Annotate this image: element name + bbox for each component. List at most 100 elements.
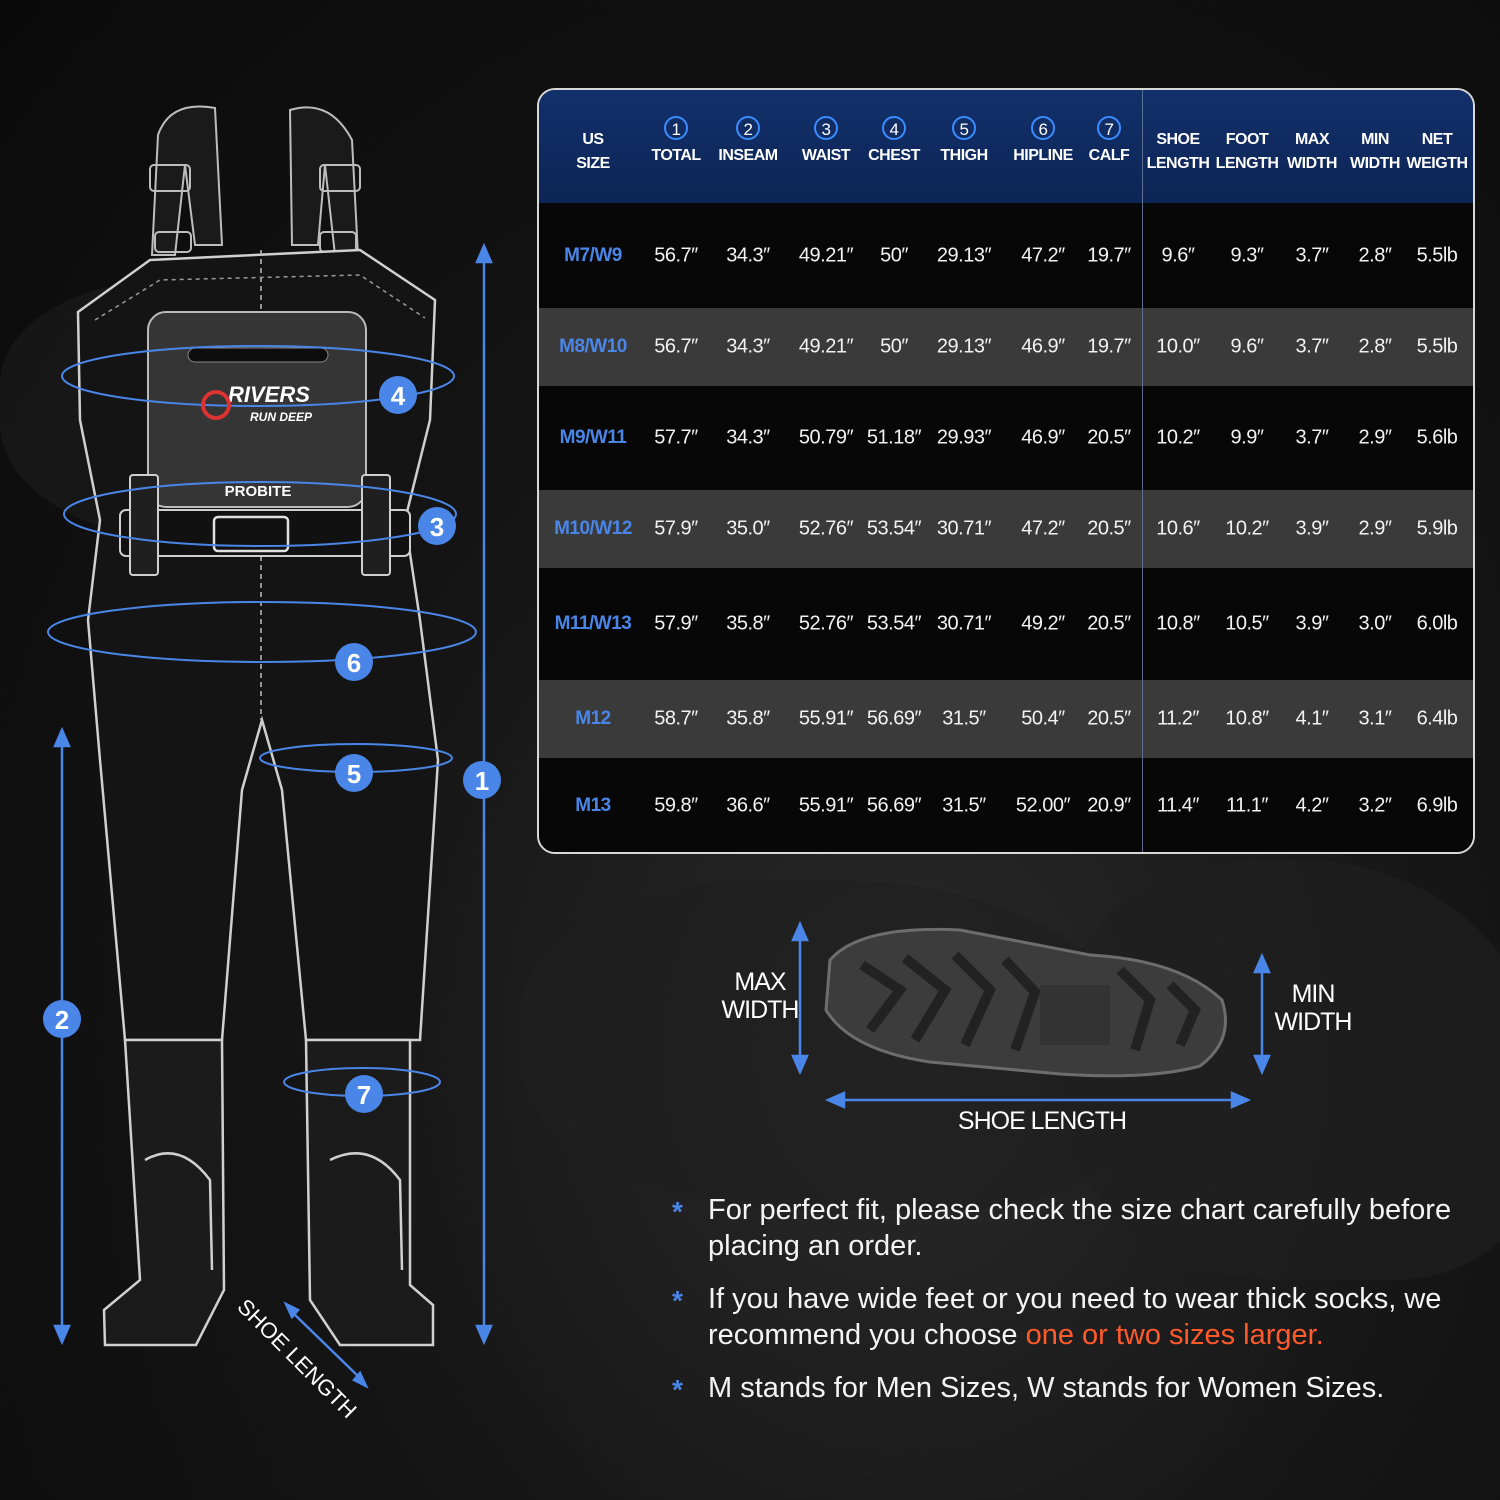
- suspenders: [149, 105, 361, 256]
- table-cell: 52.00″: [1015, 794, 1071, 817]
- table-cell: 3.7″: [1295, 426, 1329, 449]
- table-cell: 52.76″: [798, 612, 854, 635]
- table-cell: 50.4″: [1021, 707, 1065, 730]
- table-cell: 46.9″: [1021, 426, 1065, 449]
- table-cell: 56.7″: [654, 335, 698, 358]
- header-line2: LENGTH: [1146, 155, 1210, 172]
- table-cell: 47.2″: [1021, 244, 1065, 266]
- table-cell: 3.1″: [1358, 707, 1392, 730]
- asterisk-icon: *: [672, 1285, 683, 1316]
- table-cell: 6.0lb: [1416, 612, 1458, 635]
- column-number-badge: 3: [814, 116, 838, 140]
- table-cell: 35.8″: [726, 612, 770, 635]
- column-number-badge: 2: [736, 116, 760, 140]
- marker-label: 2: [55, 1005, 69, 1035]
- size-cell: M8/W10: [559, 336, 627, 357]
- table-cell: 20.5″: [1087, 426, 1131, 449]
- max-width-line2: WIDTH: [721, 996, 800, 1024]
- table-cell: 34.3″: [726, 426, 770, 449]
- note-text: For perfect fit, please check the size c…: [708, 1194, 1452, 1262]
- table-cell: 20.9″: [1087, 794, 1131, 817]
- table-cell: 50″: [880, 244, 908, 266]
- table-cell: 53.54″: [866, 612, 922, 635]
- sole-shoe-length-label: SHOE LENGTH: [957, 1107, 1127, 1135]
- table-cell: 2.9″: [1358, 517, 1392, 540]
- header-line2: WIDTH: [1350, 155, 1400, 172]
- table-cell: 2.8″: [1358, 335, 1392, 358]
- table-cell: 59.8″: [654, 794, 698, 817]
- model-name: PROBITE: [225, 483, 292, 500]
- table-cell: 10.5″: [1225, 612, 1269, 635]
- sole-arrows: [791, 920, 1271, 1109]
- note-item: * If you have wide feet or you need to w…: [672, 1281, 1492, 1353]
- header-line2: WAIST: [801, 147, 851, 164]
- size-cell: M9/W11: [559, 427, 627, 448]
- marker-4: [379, 376, 417, 414]
- table-cell: 49.2″: [1021, 612, 1065, 635]
- header-line2: CHEST: [868, 147, 920, 164]
- table-cell: 30.71″: [936, 612, 992, 635]
- table-cell: 31.5″: [942, 707, 986, 730]
- table-cell: 10.2″: [1156, 426, 1200, 449]
- table-cell: 36.6″: [726, 794, 770, 817]
- table-cell: 31.5″: [942, 794, 986, 817]
- table-cell: 56.69″: [866, 794, 922, 817]
- table-cell: 57.9″: [654, 517, 698, 540]
- table-cell: 34.3″: [726, 335, 770, 358]
- marker-label: 3: [430, 512, 444, 542]
- header-line2: THIGH: [940, 147, 988, 164]
- table-cell: 5.5lb: [1416, 244, 1458, 266]
- marker-6: [335, 643, 373, 681]
- table-cell: 6.9lb: [1416, 794, 1458, 817]
- table-cell: 10.0″: [1156, 335, 1200, 358]
- table-cell: 20.5″: [1087, 707, 1131, 730]
- table-cell: 10.8″: [1225, 707, 1269, 730]
- marker-label: 4: [391, 381, 406, 411]
- table-cell: 53.54″: [866, 517, 922, 540]
- table-cell: 34.3″: [726, 244, 770, 266]
- marker-3: [418, 507, 456, 545]
- note-highlight: one or two sizes larger.: [1025, 1319, 1324, 1351]
- header-line1: MIN: [1361, 131, 1389, 148]
- table-cell: 35.8″: [726, 707, 770, 730]
- note-text: If you have wide feet or you need to wea…: [708, 1283, 1442, 1351]
- table-column-divider: [1142, 90, 1143, 852]
- size-cell: M11/W13: [554, 613, 632, 634]
- marker-label: 1: [475, 766, 489, 796]
- table-cell: 51.18″: [866, 426, 922, 449]
- header-line2: WIDTH: [1287, 155, 1337, 172]
- column-number-badge: 7: [1097, 116, 1121, 140]
- header-line1: US: [582, 131, 604, 148]
- table-cell: 55.91″: [798, 707, 854, 730]
- table-cell: 57.7″: [654, 426, 698, 449]
- min-width-line1: MIN: [1291, 980, 1336, 1008]
- marker-2: [43, 1000, 81, 1038]
- header-line2: INSEAM: [718, 147, 778, 164]
- header-line2: HIPLINE: [1013, 147, 1073, 164]
- table-cell: 4.2″: [1295, 794, 1329, 817]
- table-cell: 10.2″: [1225, 517, 1269, 540]
- table-cell: 11.2″: [1156, 707, 1200, 730]
- table-cell: 3.2″: [1358, 794, 1392, 817]
- table-cell: 9.3″: [1230, 244, 1264, 266]
- table-cell: 5.6lb: [1416, 426, 1458, 449]
- marker-5: [335, 754, 373, 792]
- table-cell: 3.9″: [1295, 612, 1329, 635]
- table-cell: 55.91″: [798, 794, 854, 817]
- boots: [102, 1038, 435, 1347]
- table-cell: 29.13″: [936, 244, 992, 266]
- table-cell: 11.1″: [1225, 794, 1269, 817]
- marker-label: 7: [357, 1080, 371, 1110]
- column-number-badge: 1: [664, 116, 688, 140]
- table-cell: 5.5lb: [1416, 335, 1458, 358]
